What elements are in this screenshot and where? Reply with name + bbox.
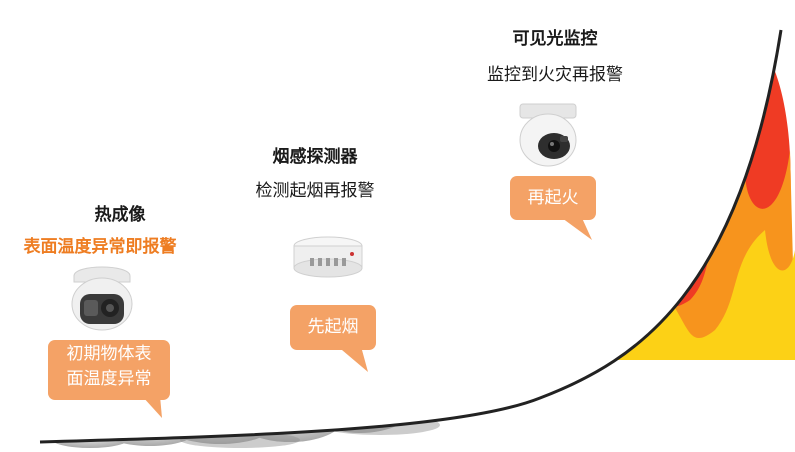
flame-tongue-2 xyxy=(520,215,574,258)
smoke-puff xyxy=(520,250,600,310)
bubble-tail-2 xyxy=(342,350,368,372)
stage3-title: 可见光监控 xyxy=(512,29,598,49)
smoke-puff xyxy=(400,300,480,350)
stage1-bubble-line1: 初期物体表 xyxy=(66,344,152,364)
smoke-puff xyxy=(50,428,130,448)
bubble-tail-3 xyxy=(562,218,592,240)
smoke-puff xyxy=(362,350,458,410)
stage1-bubble-line2: 面温度异常 xyxy=(66,369,152,389)
stage2-title: 烟感探测器 xyxy=(272,147,358,167)
stage2-subtitle: 检测起烟再报警 xyxy=(255,181,375,201)
growth-curve xyxy=(39,29,783,444)
smoke-puff xyxy=(566,237,634,273)
flame-tongue-1 xyxy=(648,100,714,185)
smoke-puff xyxy=(458,252,542,308)
stage1-bubble: 初期物体表 面温度异常 xyxy=(48,340,170,400)
stage1-title: 热成像 xyxy=(94,205,146,225)
smoke-puff xyxy=(105,418,195,446)
thermal-camera-icon xyxy=(71,266,133,331)
stage3-subtitle: 监控到火灾再报警 xyxy=(487,65,623,85)
stage1-subtitle: 表面温度异常即报警 xyxy=(23,237,177,257)
stage2-bubble: 先起烟 xyxy=(290,305,376,350)
smoke-detector-icon xyxy=(293,236,363,278)
dome-camera-icon xyxy=(519,103,577,167)
smoke-shadow xyxy=(180,378,555,448)
bubble-tail-1 xyxy=(142,396,162,418)
stage3-bubble: 再起火 xyxy=(510,176,596,220)
smoke-puff xyxy=(470,290,570,370)
flame-tongue-3 xyxy=(590,232,636,272)
smoke-puff xyxy=(510,236,570,268)
smoke-puff xyxy=(415,322,525,398)
